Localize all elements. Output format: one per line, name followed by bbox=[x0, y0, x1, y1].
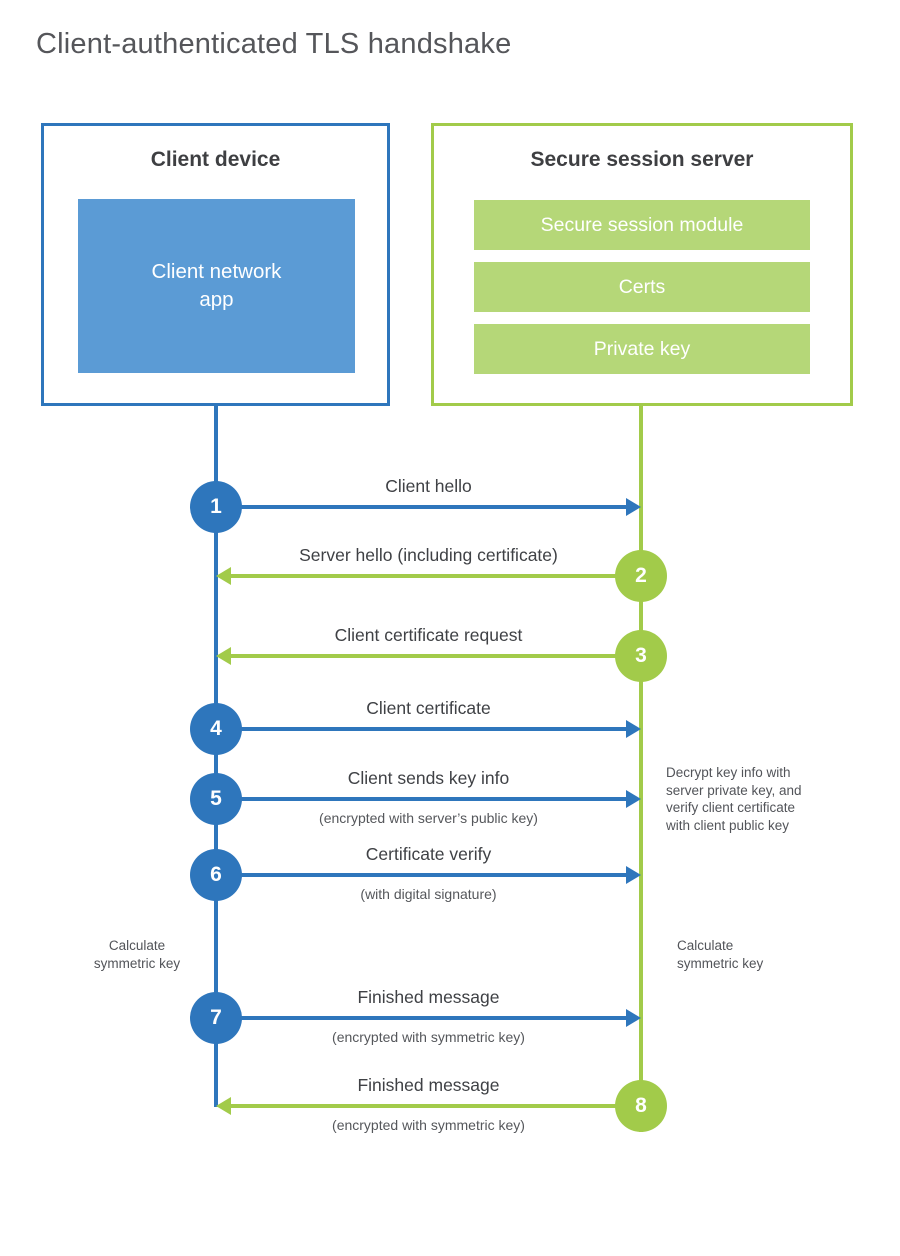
message-sublabel: (encrypted with server’s public key) bbox=[319, 810, 538, 826]
message-label: Server hello (including certificate) bbox=[299, 545, 558, 565]
arrow-right-icon bbox=[626, 1009, 641, 1027]
arrow-line bbox=[216, 1016, 627, 1020]
arrow-line bbox=[230, 654, 641, 658]
arrow-line bbox=[230, 574, 641, 578]
page-title: Client-authenticated TLS handshake bbox=[36, 28, 512, 60]
step-badge: 4 bbox=[190, 703, 242, 755]
note-decrypt-key-info: Decrypt key info with server private key… bbox=[666, 765, 802, 833]
arrow-line bbox=[216, 505, 627, 509]
arrow-line bbox=[216, 873, 627, 877]
message-label: Client sends key info bbox=[347, 768, 510, 788]
step-badge: 5 bbox=[190, 773, 242, 825]
server-lifeline bbox=[639, 406, 643, 1132]
arrow-right-icon bbox=[626, 866, 641, 884]
message-sublabel: (encrypted with symmetric key) bbox=[332, 1117, 525, 1133]
step-badge: 3 bbox=[615, 630, 667, 682]
server-module-private-key: Private key bbox=[474, 324, 810, 374]
step-badge: 7 bbox=[190, 992, 242, 1044]
server-module-certs: Certs bbox=[474, 262, 810, 312]
message-label: Client certificate request bbox=[334, 625, 523, 645]
arrow-left-icon bbox=[216, 1097, 231, 1115]
message-sublabel: (with digital signature) bbox=[360, 886, 497, 902]
arrow-line bbox=[230, 1104, 641, 1108]
message-label: Finished message bbox=[357, 987, 500, 1007]
message-label: Client certificate bbox=[366, 698, 491, 718]
step-badge: 2 bbox=[615, 550, 667, 602]
secure-session-server-title: Secure session server bbox=[530, 148, 754, 171]
message-label: Certificate verify bbox=[365, 844, 492, 864]
message-sublabel: (encrypted with symmetric key) bbox=[332, 1029, 525, 1045]
arrow-left-icon bbox=[216, 567, 231, 585]
message-label: Client hello bbox=[385, 476, 472, 496]
client-lifeline bbox=[214, 406, 218, 1107]
arrow-left-icon bbox=[216, 647, 231, 665]
client-device-title: Client device bbox=[150, 148, 281, 171]
step-badge: 6 bbox=[190, 849, 242, 901]
arrow-line bbox=[216, 727, 627, 731]
step-badge: 8 bbox=[615, 1080, 667, 1132]
arrow-right-icon bbox=[626, 498, 641, 516]
message-label: Finished message bbox=[357, 1075, 500, 1095]
arrow-line bbox=[216, 797, 627, 801]
step-badge: 1 bbox=[190, 481, 242, 533]
arrow-right-icon bbox=[626, 790, 641, 808]
arrow-right-icon bbox=[626, 720, 641, 738]
note-calculate-symmetric-key-client: Calculate symmetric key bbox=[93, 938, 181, 971]
client-network-app-box: Client network app bbox=[78, 199, 355, 373]
note-calculate-symmetric-key-server: Calculate symmetric key bbox=[677, 938, 764, 971]
server-module-secure-session: Secure session module bbox=[474, 200, 810, 250]
